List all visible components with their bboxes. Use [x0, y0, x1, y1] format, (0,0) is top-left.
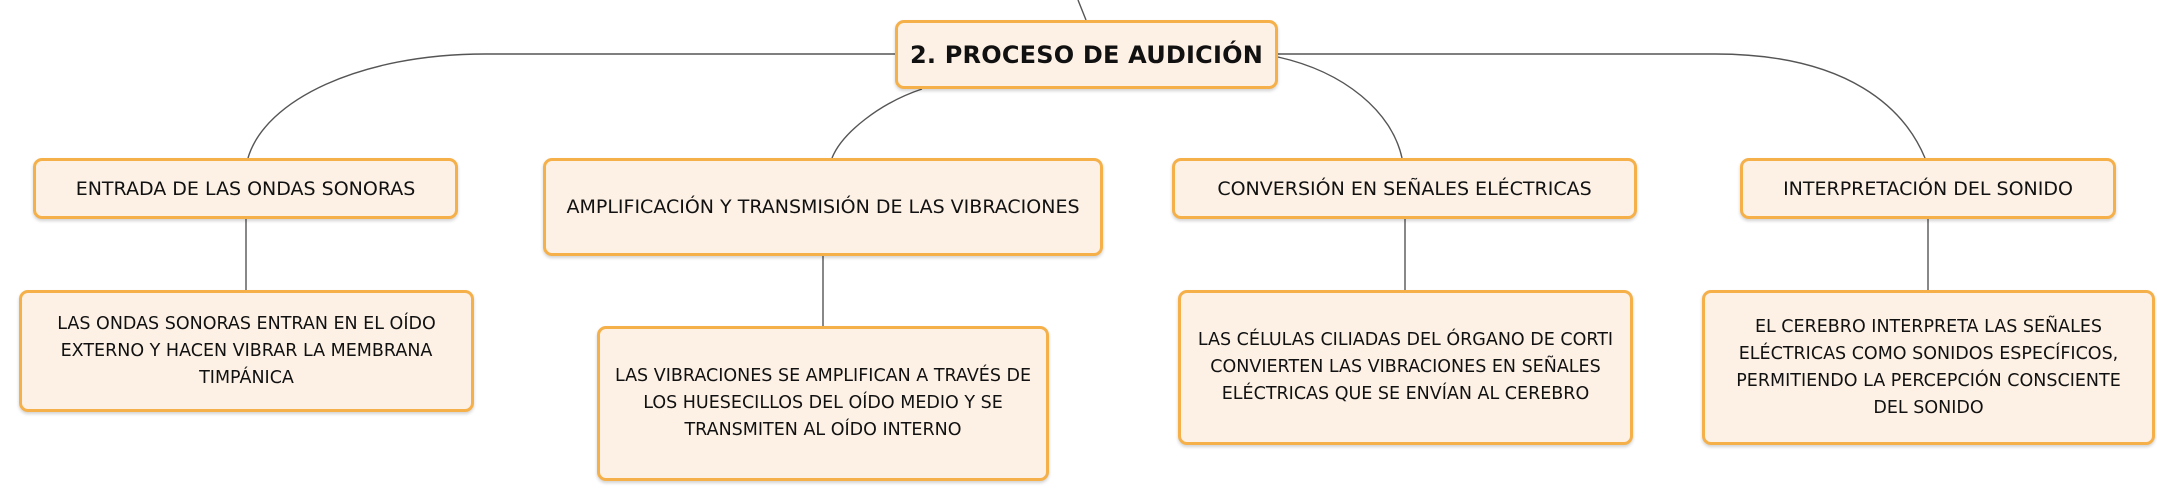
- detail-node-sound-interpretation[interactable]: EL CEREBRO INTERPRETA LAS SEÑALES ELÉCTR…: [1702, 290, 2155, 445]
- detail-node-amplification-transmission[interactable]: LAS VIBRACIONES SE AMPLIFICAN A TRAVÉS D…: [597, 326, 1049, 481]
- branch-node-sound-waves-entry[interactable]: ENTRADA DE LAS ONDAS SONORAS: [33, 158, 458, 219]
- branch-node-electrical-conversion[interactable]: CONVERSIÓN EN SEÑALES ELÉCTRICAS: [1172, 158, 1637, 219]
- branch-node-label: ENTRADA DE LAS ONDAS SONORAS: [75, 177, 416, 200]
- detail-node-text: EL CEREBRO INTERPRETA LAS SEÑALES ELÉCTR…: [1736, 316, 2121, 418]
- detail-node-text: LAS ONDAS SONORAS ENTRAN EN EL OÍDO EXTE…: [57, 313, 436, 388]
- branch-node-sound-interpretation[interactable]: INTERPRETACIÓN DEL SONIDO: [1740, 158, 2116, 219]
- branch-node-label: INTERPRETACIÓN DEL SONIDO: [1783, 177, 2073, 200]
- root-node[interactable]: 2. PROCESO DE AUDICIÓN: [895, 20, 1278, 89]
- connector-root-to-branch-2: [831, 88, 923, 159]
- branch-node-label: AMPLIFICACIÓN Y TRANSMISIÓN DE LAS VIBRA…: [566, 196, 1080, 218]
- connector-root-to-branch-3: [1277, 56, 1403, 159]
- root-node-label: 2. PROCESO DE AUDICIÓN: [910, 40, 1263, 69]
- detail-node-text: LAS CÉLULAS CILIADAS DEL ÓRGANO DE CORTI…: [1197, 330, 1614, 404]
- branch-node-amplification-transmission[interactable]: AMPLIFICACIÓN Y TRANSMISIÓN DE LAS VIBRA…: [543, 158, 1103, 256]
- detail-node-sound-waves-entry[interactable]: LAS ONDAS SONORAS ENTRAN EN EL OÍDO EXTE…: [19, 290, 474, 412]
- connector-root-to-branch-1: [247, 53, 895, 159]
- detail-node-text: LAS VIBRACIONES SE AMPLIFICAN A TRAVÉS D…: [614, 366, 1032, 440]
- connector-root-to-branch-4: [1278, 53, 1926, 159]
- connector-parent-to-root: [1077, 0, 1087, 21]
- branch-node-label: CONVERSIÓN EN SEÑALES ELÉCTRICAS: [1217, 177, 1592, 200]
- detail-node-electrical-conversion[interactable]: LAS CÉLULAS CILIADAS DEL ÓRGANO DE CORTI…: [1178, 290, 1633, 445]
